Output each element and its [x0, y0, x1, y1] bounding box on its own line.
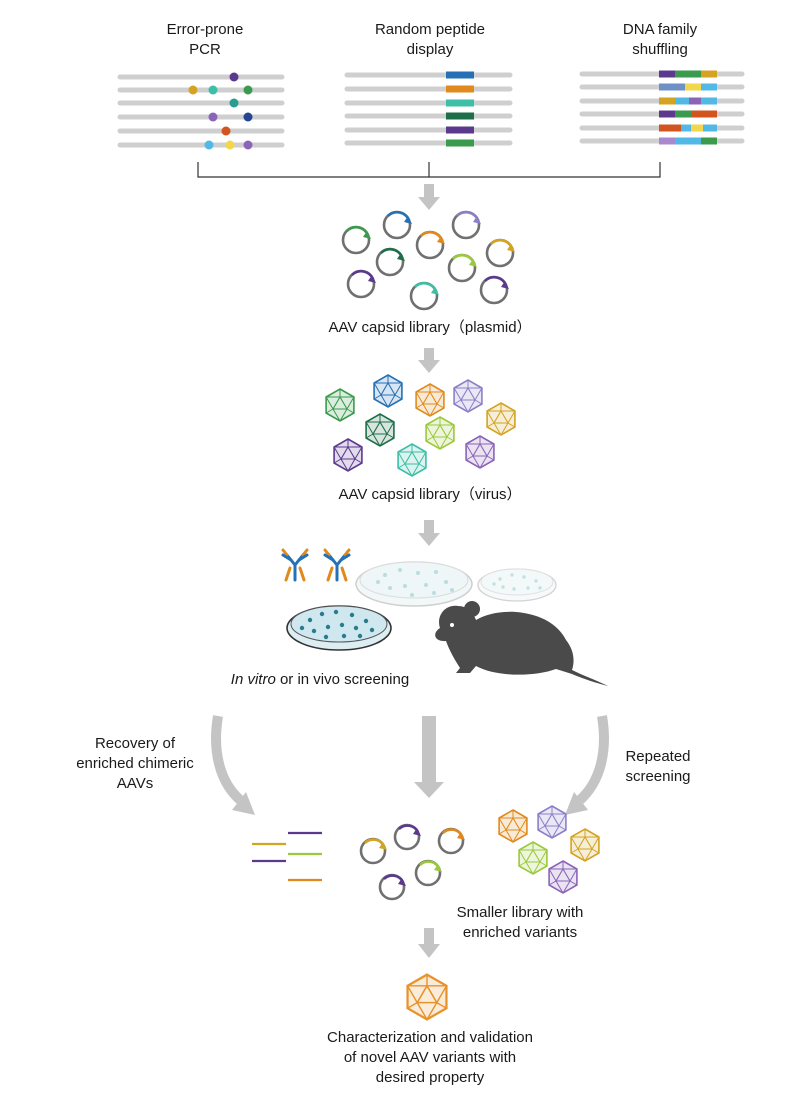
capsid-icon: [425, 416, 455, 450]
screening-label-italic: In vitro: [230, 671, 276, 688]
plasmid: [485, 238, 515, 268]
plasmid: [437, 827, 465, 855]
mutation-dots: [188, 72, 253, 150]
plasmid: [359, 837, 387, 865]
plasmid-library-label: AAV capsid library（plasmid）: [328, 319, 532, 336]
plasmid: [415, 230, 445, 260]
enriched-plasmids: [359, 823, 465, 901]
mouse-illustration: [435, 601, 608, 686]
plasmid: [393, 823, 421, 851]
capsid-icon: [570, 828, 600, 862]
error-prone-pcr-panel: [117, 72, 285, 150]
capsid-icon: [333, 438, 363, 472]
screening-label: In vitro or in vivo screening: [195, 670, 445, 690]
plasmid: [346, 269, 376, 299]
down-arrow-center: [414, 716, 444, 798]
repeated-curved-arrow: [565, 715, 609, 815]
plasmid: [382, 210, 412, 240]
antibody-icons: [281, 548, 351, 582]
capsid-icon: [518, 841, 548, 875]
plasmid-library: [341, 210, 515, 311]
virus-library-label: AAV capsid library（virus）: [338, 486, 522, 503]
plasmid: [451, 210, 481, 240]
screening-label-rest: or in vivo screening: [275, 671, 410, 688]
capsid-icon: [465, 435, 495, 469]
capsid-icon: [373, 374, 403, 408]
dna-shuffling-panel: [579, 70, 745, 145]
plasmid: [375, 247, 405, 277]
down-arrow-1: [418, 184, 440, 210]
shuffled-segments: [659, 70, 717, 145]
capsid-icon: [325, 388, 355, 422]
capsid-icon: [453, 379, 483, 413]
plasmid: [447, 253, 477, 283]
enriched-capsids: [498, 805, 600, 894]
virus-library: [325, 374, 516, 477]
peptide-inserts: [446, 71, 474, 147]
capsid-icon: [498, 809, 528, 843]
capsid-icon: [406, 973, 448, 1021]
down-arrow-final: [418, 928, 440, 958]
capsid-icon: [397, 443, 427, 477]
capsid-icon: [365, 413, 395, 447]
enriched-fragments: [252, 831, 322, 882]
plasmid: [414, 859, 442, 887]
petri-dish-right: [477, 568, 557, 602]
plasmid: [409, 281, 439, 311]
merge-bracket: [197, 162, 661, 178]
plasmid: [378, 873, 406, 901]
capsid-icon: [548, 860, 578, 894]
flow-arrows: [414, 184, 444, 958]
novel-variant-capsid: [406, 973, 448, 1021]
capsid-icon: [486, 402, 516, 436]
petri-dish-front: [286, 605, 392, 651]
capsid-icon: [537, 805, 567, 839]
petri-dish-back: [355, 561, 473, 607]
down-arrow-2: [418, 348, 440, 373]
capsid-icon: [415, 383, 445, 417]
recovery-curved-arrow: [211, 715, 255, 815]
plasmid: [479, 275, 509, 305]
random-peptide-panel: [344, 71, 513, 147]
plasmid: [341, 225, 371, 255]
down-arrow-3: [418, 520, 440, 546]
